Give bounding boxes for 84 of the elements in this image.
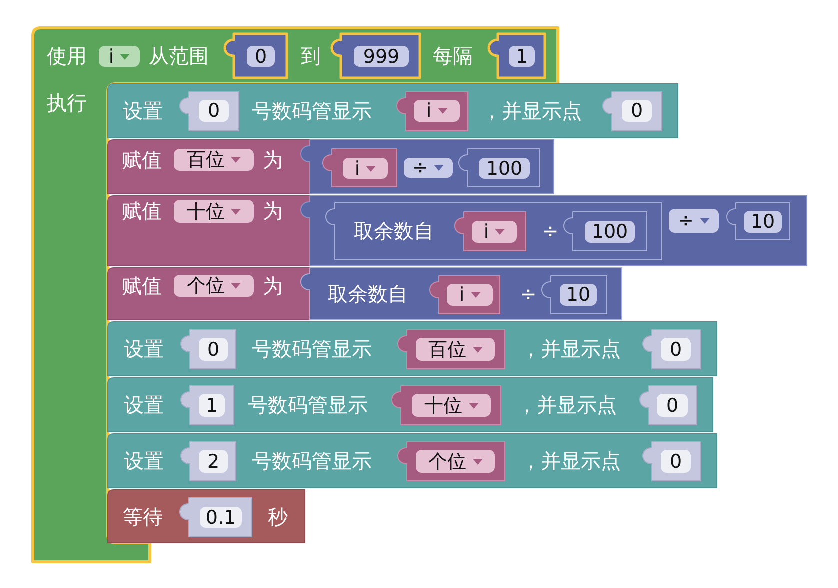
block-label: 设置 (124, 393, 164, 417)
block-label: 赋值 (122, 199, 162, 223)
variable-block (323, 149, 397, 187)
display-block (108, 378, 713, 432)
number-field: 0 (622, 100, 652, 122)
block-label: 号数码管显示 (252, 99, 372, 123)
variable-dropdown: 个位 (416, 450, 495, 473)
variable-dropdown: i (414, 100, 460, 122)
block-label: ，并显示点 (517, 393, 617, 417)
number-field: 10 (560, 284, 597, 306)
operator-dropdown: ÷ (404, 158, 453, 178)
block-label: 设置 (123, 99, 163, 123)
block-label: 取余数自 (354, 219, 434, 243)
number-field: 2 (199, 450, 228, 473)
variable-block (430, 276, 500, 314)
block-label: 号数码管显示 (252, 449, 372, 473)
variable-dropdown: i (99, 46, 140, 67)
number-field: 0 (199, 338, 228, 361)
number-field: 0.1 (200, 507, 242, 528)
number-field: 999 (354, 46, 409, 67)
number-block (225, 34, 287, 78)
block-label: 号数码管显示 (252, 337, 372, 361)
remainder-block (326, 203, 662, 260)
number-block (459, 149, 540, 187)
operator-label: ÷ (520, 282, 537, 306)
variable-dropdown: 十位 (412, 394, 491, 417)
block-label: 取余数自 (328, 282, 408, 306)
number-field: 100 (479, 158, 530, 179)
number-field: 10 (744, 211, 782, 233)
operator-dropdown: ÷ (669, 209, 719, 233)
block-label: 到 (301, 44, 321, 68)
block-label: 号数码管显示 (248, 393, 368, 417)
block-label: 为 (263, 148, 283, 172)
variable-dropdown: 个位 (174, 275, 254, 297)
block-label: 每隔 (433, 44, 473, 68)
variable-block (398, 442, 505, 481)
assign-block (108, 268, 312, 320)
number-field: 0 (657, 394, 688, 417)
variable-block (398, 330, 505, 369)
number-block (727, 203, 790, 240)
variable-dropdown: 百位 (174, 149, 254, 171)
display-block (108, 434, 717, 488)
block-label: 设置 (124, 449, 164, 473)
block-label: 设置 (124, 337, 164, 361)
block-label: ，并显示点 (521, 449, 621, 473)
block-label: 使用 (47, 44, 87, 68)
number-field: 100 (585, 221, 635, 243)
number-field: 0 (199, 100, 229, 122)
number-field: 1 (199, 394, 225, 417)
wait-block (108, 490, 305, 543)
arithmetic-block (301, 196, 807, 266)
number-field: 0 (247, 46, 275, 67)
block-label: 赋值 (122, 148, 162, 172)
variable-dropdown: 十位 (174, 200, 254, 223)
variable-block (397, 92, 468, 131)
variable-block (392, 386, 501, 425)
block-label: 从范围 (149, 44, 209, 68)
variable-dropdown: i (472, 221, 517, 243)
block-label: 秒 (268, 505, 288, 529)
operator-label: ÷ (542, 219, 559, 243)
number-field: 1 (509, 46, 535, 67)
number-block (489, 34, 545, 78)
assign-block (108, 140, 312, 194)
number-field: 0 (661, 450, 691, 473)
arithmetic-block (301, 140, 554, 194)
block-label: 赋值 (122, 274, 162, 298)
number-block (564, 212, 647, 251)
variable-dropdown: 百位 (416, 338, 495, 361)
number-block (542, 276, 607, 314)
assign-block (108, 196, 312, 266)
variable-block (455, 212, 526, 251)
display-block (108, 322, 717, 376)
number-field: 0 (661, 338, 691, 361)
block-label: 执行 (47, 91, 87, 115)
block-label: ，并显示点 (482, 99, 582, 123)
block-label: ，并显示点 (521, 337, 621, 361)
block-label: 为 (263, 274, 283, 298)
variable-dropdown: i (343, 158, 388, 179)
display-block (108, 84, 678, 138)
block-label: 等待 (123, 505, 163, 529)
number-block (180, 498, 252, 537)
block-label: 为 (263, 199, 283, 223)
number-block (332, 34, 420, 78)
variable-dropdown: i (447, 284, 493, 306)
